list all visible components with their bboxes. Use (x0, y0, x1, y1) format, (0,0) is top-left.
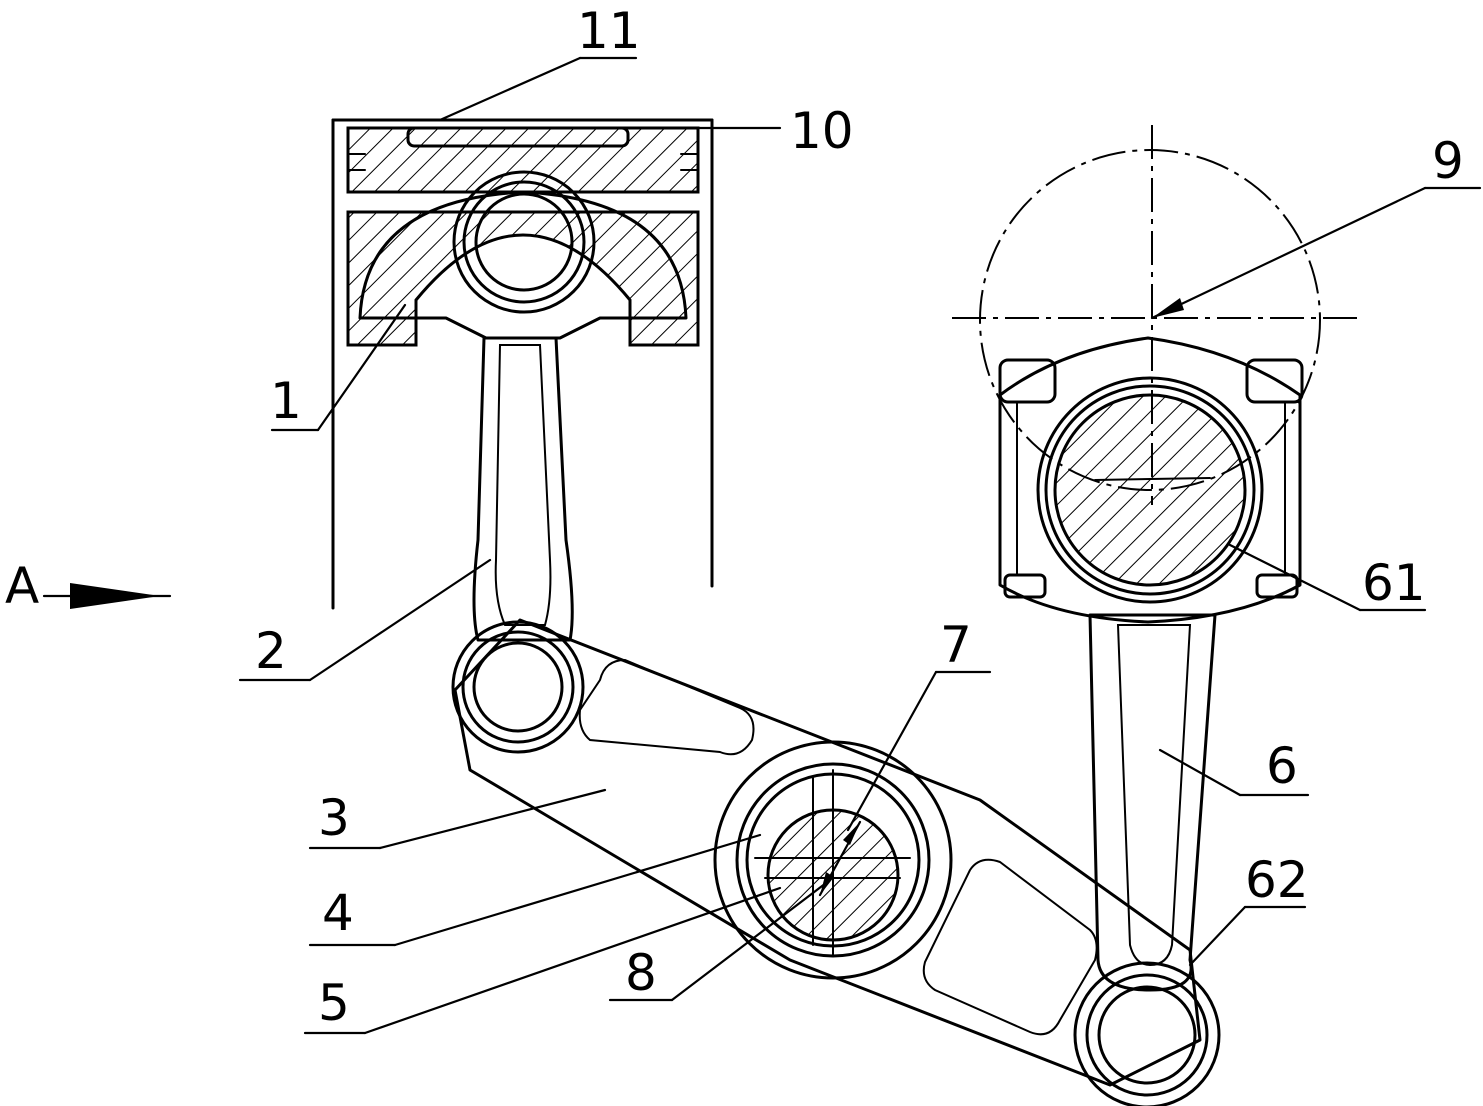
callout-5: 5 (318, 974, 350, 1032)
callout-labels: 11 10 1 2 3 4 5 7 8 9 61 6 62 (255, 2, 1464, 1032)
leader-lines (238, 56, 1482, 1035)
callout-1: 1 (270, 372, 302, 430)
cylinder-wall (331, 118, 714, 610)
callout-4: 4 (322, 884, 354, 942)
callout-2: 2 (255, 622, 287, 680)
piston (346, 126, 700, 347)
callout-7: 7 (940, 616, 972, 674)
callout-62: 62 (1245, 851, 1309, 909)
view-arrow-label: A (5, 557, 39, 615)
eccentric-journal (713, 740, 953, 980)
callout-10: 10 (790, 102, 854, 160)
callout-61: 61 (1362, 554, 1426, 612)
crank-rod-6 (1073, 613, 1221, 1106)
callout-6: 6 (1266, 737, 1298, 795)
callout-3: 3 (318, 789, 350, 847)
rocker-link-3 (451, 618, 1202, 1087)
view-arrow-a: A (5, 557, 172, 615)
crank-circle (952, 125, 1362, 505)
callout-11: 11 (577, 2, 641, 60)
view-arrow-head (70, 583, 160, 609)
callout-9: 9 (1432, 132, 1464, 190)
callout-8: 8 (625, 944, 657, 1002)
